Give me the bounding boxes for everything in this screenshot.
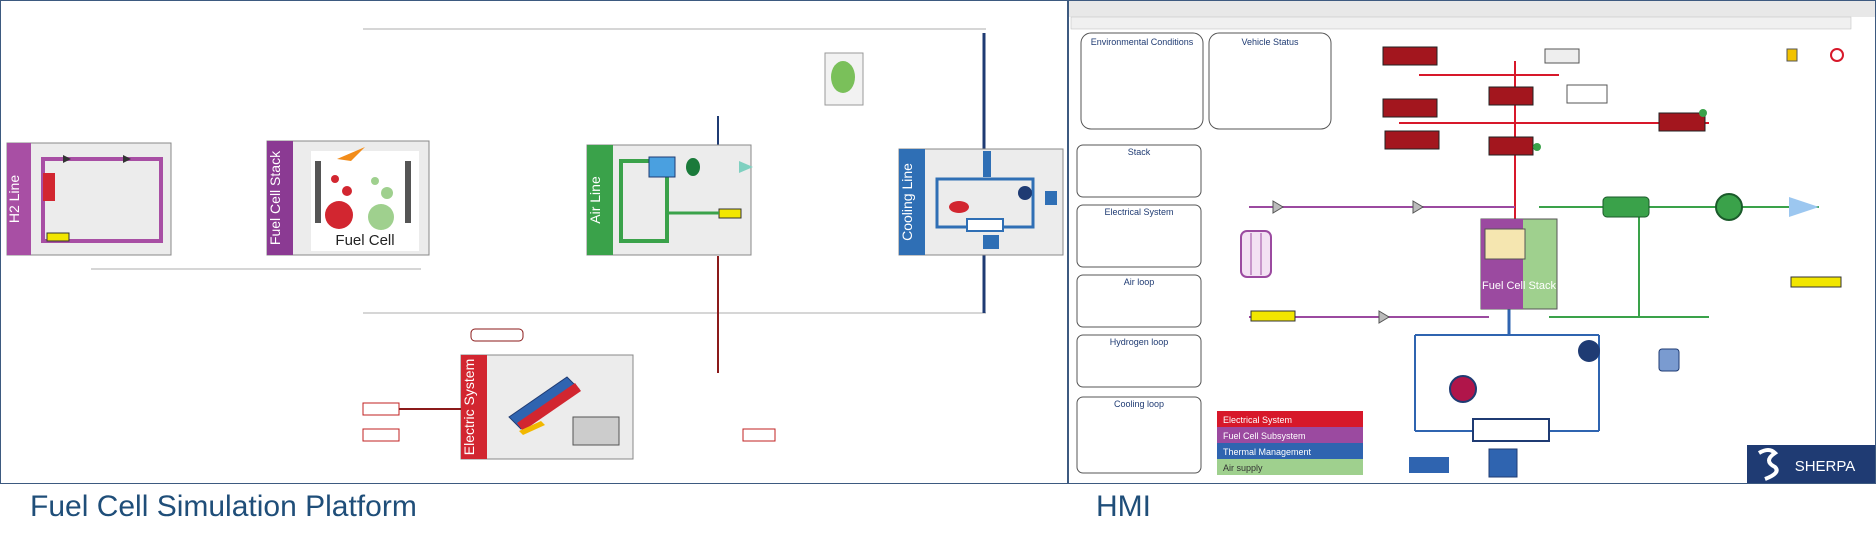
output-tag (742, 428, 776, 442)
cooling-line-label: Cooling Line (899, 163, 915, 241)
cooling-line-block[interactable]: Cooling Line (898, 148, 1064, 256)
fuel-cell-caption: Fuel Cell (335, 232, 394, 249)
hmi-panel: Environmental Conditions Vehicle Status … (1068, 0, 1876, 484)
hmi-stack-label: Fuel Cell Stack (1482, 280, 1556, 292)
legend-item-0: Electrical System (1223, 415, 1292, 425)
h2-level-bar (1250, 310, 1296, 322)
status-led-2 (1533, 143, 1541, 151)
simulation-diagram: H2 Line Fuel Cell Stack Fuel Cell Air Li… (6, 28, 1064, 460)
electric-load-box-5[interactable] (1488, 136, 1534, 156)
radiator (1472, 418, 1550, 442)
h2-line-block[interactable]: H2 Line (6, 142, 172, 256)
scope-tag (470, 328, 524, 342)
legend-item-3: Air supply (1223, 463, 1263, 473)
hmi-diagram: Environmental Conditions Vehicle Status … (1069, 1, 1875, 483)
load-indicator (1566, 84, 1608, 104)
electric-load-box-6[interactable] (1658, 112, 1706, 132)
logo-text: SHERPA (1795, 458, 1856, 475)
input-tag-1 (362, 402, 400, 416)
ambient-arrow (1409, 457, 1449, 473)
air-inlet-arrow (1789, 197, 1819, 217)
hydrogen-loop-title: Hydrogen loop (1110, 337, 1169, 347)
h2-line-label: H2 Line (6, 175, 22, 223)
environmental-conditions-group: Environmental Conditions (1080, 32, 1204, 130)
sherpa-logo: SHERPA (1747, 445, 1875, 483)
heater-icon (1449, 375, 1477, 403)
hydrogen-tank-icon (1240, 230, 1272, 278)
electric-load-box-3[interactable] (1384, 130, 1440, 150)
electric-load-box-2[interactable] (1382, 98, 1438, 118)
h2-valve-1[interactable] (1272, 200, 1284, 214)
electric-system-block[interactable]: Electric System (460, 354, 634, 460)
compressor-icon[interactable] (1715, 193, 1743, 221)
plot-widget-icon (824, 52, 864, 106)
hmi-legend: Electrical System Fuel Cell Subsystem Th… (1217, 411, 1363, 475)
cooling-loop-group: Cooling loop (1076, 396, 1202, 474)
left-caption: Fuel Cell Simulation Platform (30, 490, 417, 523)
air-line-block[interactable]: Air Line (586, 144, 753, 256)
simulation-platform-panel: H2 Line Fuel Cell Stack Fuel Cell Air Li… (0, 0, 1068, 484)
purge-valve[interactable] (1378, 310, 1390, 324)
electric-load-box-4[interactable] (1488, 86, 1534, 106)
coolant-pump-icon[interactable] (1578, 340, 1600, 362)
fuel-cell-stack-label: Fuel Cell Stack (267, 150, 283, 245)
electric-system-label: Electric System (461, 359, 477, 455)
warning-icon[interactable] (1786, 48, 1798, 62)
status-led-1 (1699, 109, 1707, 117)
hydrogen-loop-group: Hydrogen loop (1076, 334, 1202, 388)
humidifier[interactable] (1602, 196, 1650, 218)
stack-group-title: Stack (1128, 147, 1151, 157)
coolant-reservoir (1658, 348, 1680, 372)
electric-load-box-1[interactable] (1382, 46, 1438, 66)
h2-valve-2[interactable] (1412, 200, 1424, 214)
fan-icon[interactable] (1488, 448, 1518, 478)
legend-item-2: Thermal Management (1223, 447, 1312, 457)
air-loop-title: Air loop (1124, 277, 1155, 287)
vehicle-status-group: Vehicle Status (1208, 32, 1332, 130)
right-caption: HMI (1096, 490, 1151, 523)
hmi-fuel-cell-stack[interactable]: Fuel Cell Stack (1480, 218, 1558, 310)
stack-group: Stack (1076, 144, 1202, 198)
alarm-icon[interactable] (1830, 48, 1844, 62)
electrical-system-title: Electrical System (1104, 207, 1173, 217)
hmi-tab-strip[interactable] (1070, 16, 1852, 30)
air-level-bar (1790, 276, 1842, 288)
battery-icon (1544, 48, 1580, 64)
air-line-label: Air Line (587, 176, 603, 224)
vehicle-status-title: Vehicle Status (1241, 37, 1299, 47)
electrical-system-group: Electrical System (1076, 204, 1202, 268)
fuel-cell-stack-block[interactable]: Fuel Cell Stack Fuel Cell (266, 140, 430, 256)
cooling-loop-title: Cooling loop (1114, 399, 1164, 409)
environmental-conditions-title: Environmental Conditions (1091, 37, 1194, 47)
air-loop-group: Air loop (1076, 274, 1202, 328)
input-tag-2 (362, 428, 400, 442)
legend-item-1: Fuel Cell Subsystem (1223, 431, 1306, 441)
